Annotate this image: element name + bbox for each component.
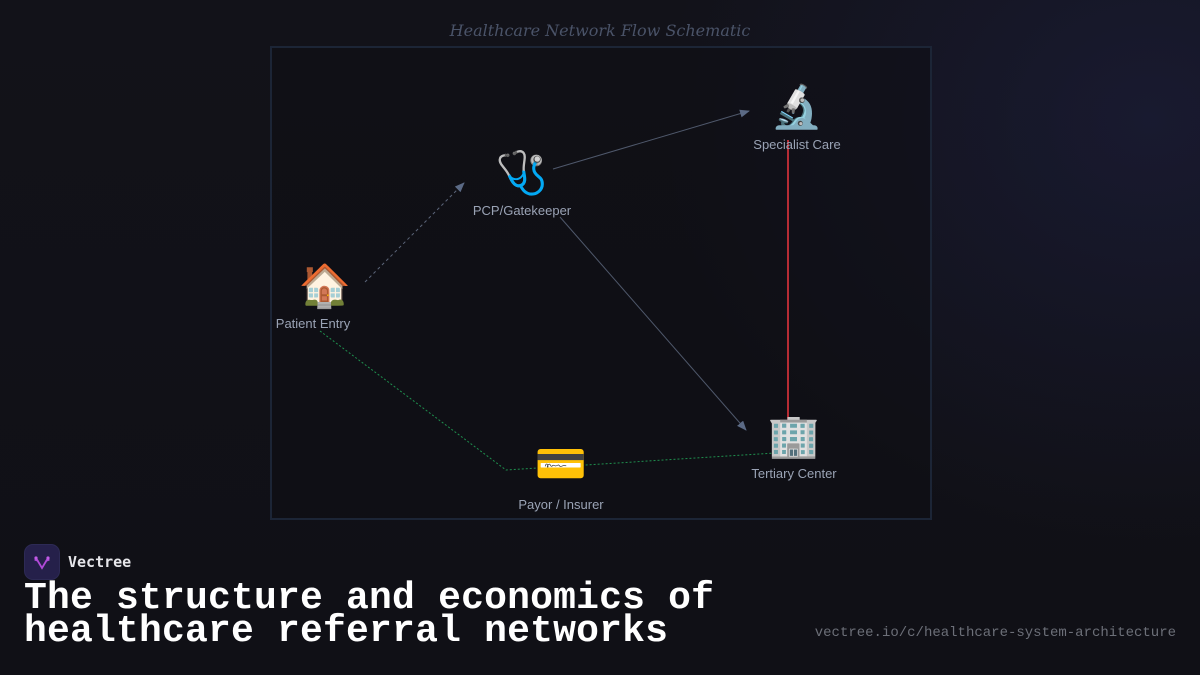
diagram-title: Healthcare Network Flow Schematic: [449, 21, 751, 40]
node-label: Patient Entry: [275, 316, 351, 331]
microscope-icon: 🔬: [770, 83, 824, 130]
edge-patient-payor-tertiary: [319, 330, 776, 471]
headline-line-1: The structure and economics of: [24, 577, 715, 620]
node-patient-entry[interactable]: 🏠 Patient Entry: [276, 262, 352, 331]
source-url[interactable]: vectree.io/c/healthcare-system-architect…: [814, 625, 1176, 641]
edge-patient-pcp: [364, 182, 465, 283]
vectree-logo-icon: [24, 544, 60, 580]
diagram-frame: [270, 46, 932, 520]
office-building-icon: 🏢: [767, 412, 821, 459]
node-label: Specialist Care: [753, 137, 841, 152]
edge-pcp-tertiary: [559, 216, 747, 431]
edge-pcp-specialist: [552, 109, 750, 170]
node-payor-insurer[interactable]: 💳 Payor / Insurer: [518, 440, 603, 512]
house-icon: 🏠: [298, 262, 352, 309]
brand: Vectree: [24, 544, 131, 580]
node-label: PCP/Gatekeeper: [472, 203, 572, 218]
node-pcp-gatekeeper[interactable]: 🩺 PCP/Gatekeeper: [473, 149, 571, 218]
node-label: Payor / Insurer: [518, 497, 604, 512]
credit-card-icon: 💳: [534, 440, 588, 487]
headline-line-2: healthcare referral networks: [24, 610, 669, 653]
stethoscope-icon: 🩺: [495, 149, 549, 196]
node-label: Tertiary Center: [751, 466, 837, 481]
brand-name: Vectree: [68, 553, 132, 571]
node-specialist-care[interactable]: 🔬 Specialist Care: [753, 83, 840, 152]
headline: The structure and economics of healthcar…: [24, 580, 714, 651]
node-tertiary-center[interactable]: 🏢 Tertiary Center: [751, 412, 836, 481]
